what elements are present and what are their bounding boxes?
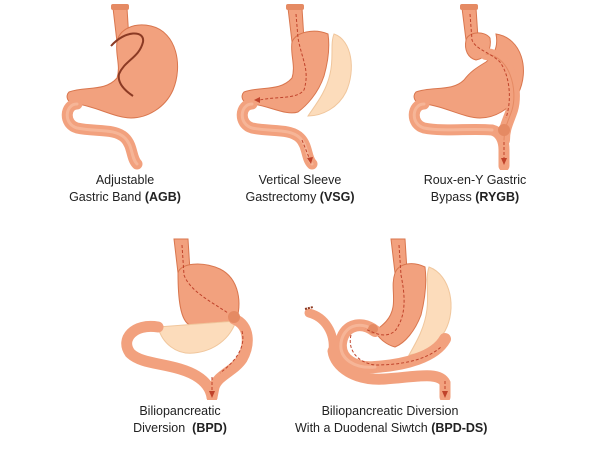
anastomosis bbox=[498, 124, 510, 136]
gastric-bypass-diagram bbox=[408, 4, 524, 170]
caption-rygb: Roux-en-Y Gastric Bypass (RYGB) bbox=[400, 172, 550, 206]
caption-line2: Bypass (RYGB) bbox=[400, 189, 550, 206]
caption-line1: Biliopancreatic Diversion bbox=[321, 404, 459, 418]
procedure-abbreviation: (AGB) bbox=[144, 190, 181, 204]
caption-line2: With a Duodenal Siwtch (BPD-DS) bbox=[295, 420, 488, 437]
caption-line2-text: Gastric Band bbox=[69, 190, 145, 204]
sleeve-gastrectomy-diagram bbox=[236, 4, 352, 170]
caption-line2-text: Gastrectomy bbox=[245, 190, 320, 204]
stomach-sleeve bbox=[374, 263, 427, 348]
small-intestine bbox=[236, 98, 318, 170]
stomach-sleeve bbox=[241, 30, 330, 114]
caption-bpd-ds: Biliopancreatic Diversion With a Duodena… bbox=[295, 403, 488, 437]
caption-line2: Gastric Band (AGB) bbox=[55, 189, 195, 206]
duodenal-switch-diagram bbox=[304, 238, 452, 400]
procedure-rygb: Roux-en-Y Gastric Bypass (RYGB) bbox=[400, 0, 550, 215]
procedure-abbreviation: (RYGB) bbox=[475, 190, 520, 204]
alimentary-limb bbox=[206, 313, 253, 400]
caption-vsg: Vertical Sleeve Gastrectomy (VSG) bbox=[230, 172, 370, 206]
anastomosis bbox=[368, 324, 378, 334]
procedure-vsg: Vertical Sleeve Gastrectomy (VSG) bbox=[230, 0, 370, 215]
caption-line2: Diversion (BPD) bbox=[110, 420, 250, 437]
procedure-bpd: Biliopancreatic Diversion (BPD) bbox=[110, 235, 270, 445]
gastric-band-diagram bbox=[61, 4, 179, 170]
biliopancreatic-diversion-diagram bbox=[121, 238, 253, 400]
caption-line2-text: Bypass bbox=[430, 190, 476, 204]
food-flow-arrows bbox=[259, 13, 311, 161]
caption-line1: Biliopancreatic bbox=[139, 404, 221, 418]
remaining-stomach bbox=[177, 263, 240, 326]
removed-stomach bbox=[408, 266, 452, 356]
caption-agb: Adjustable Gastric Band (AGB) bbox=[55, 172, 195, 206]
removed-stomach bbox=[157, 320, 237, 354]
caption-line1: Adjustable bbox=[95, 173, 155, 187]
gastric-band bbox=[110, 32, 145, 97]
procedure-abbreviation: (VSG) bbox=[319, 190, 355, 204]
procedure-abbreviation: (BPD) bbox=[192, 421, 227, 435]
stomach bbox=[66, 24, 179, 119]
common-channel bbox=[327, 345, 451, 400]
caption-line2: Gastrectomy (VSG) bbox=[230, 189, 370, 206]
caption-line1: Vertical Sleeve bbox=[258, 173, 342, 187]
caption-bpd: Biliopancreatic Diversion (BPD) bbox=[110, 403, 250, 437]
procedure-agb: Adjustable Gastric Band (AGB) bbox=[55, 0, 195, 215]
caption-line2-text: Diversion bbox=[133, 421, 193, 435]
duodenal-stump bbox=[304, 308, 338, 356]
removed-stomach bbox=[307, 33, 352, 117]
caption-line1: Roux-en-Y Gastric bbox=[423, 173, 527, 187]
small-intestine bbox=[121, 320, 218, 400]
anastomosis bbox=[228, 311, 240, 323]
procedure-abbreviation: (BPD-DS) bbox=[431, 421, 488, 435]
procedure-bpd-ds: Biliopancreatic Diversion With a Duodena… bbox=[295, 235, 488, 445]
caption-line2-text: With a Duodenal Siwtch bbox=[295, 421, 432, 435]
